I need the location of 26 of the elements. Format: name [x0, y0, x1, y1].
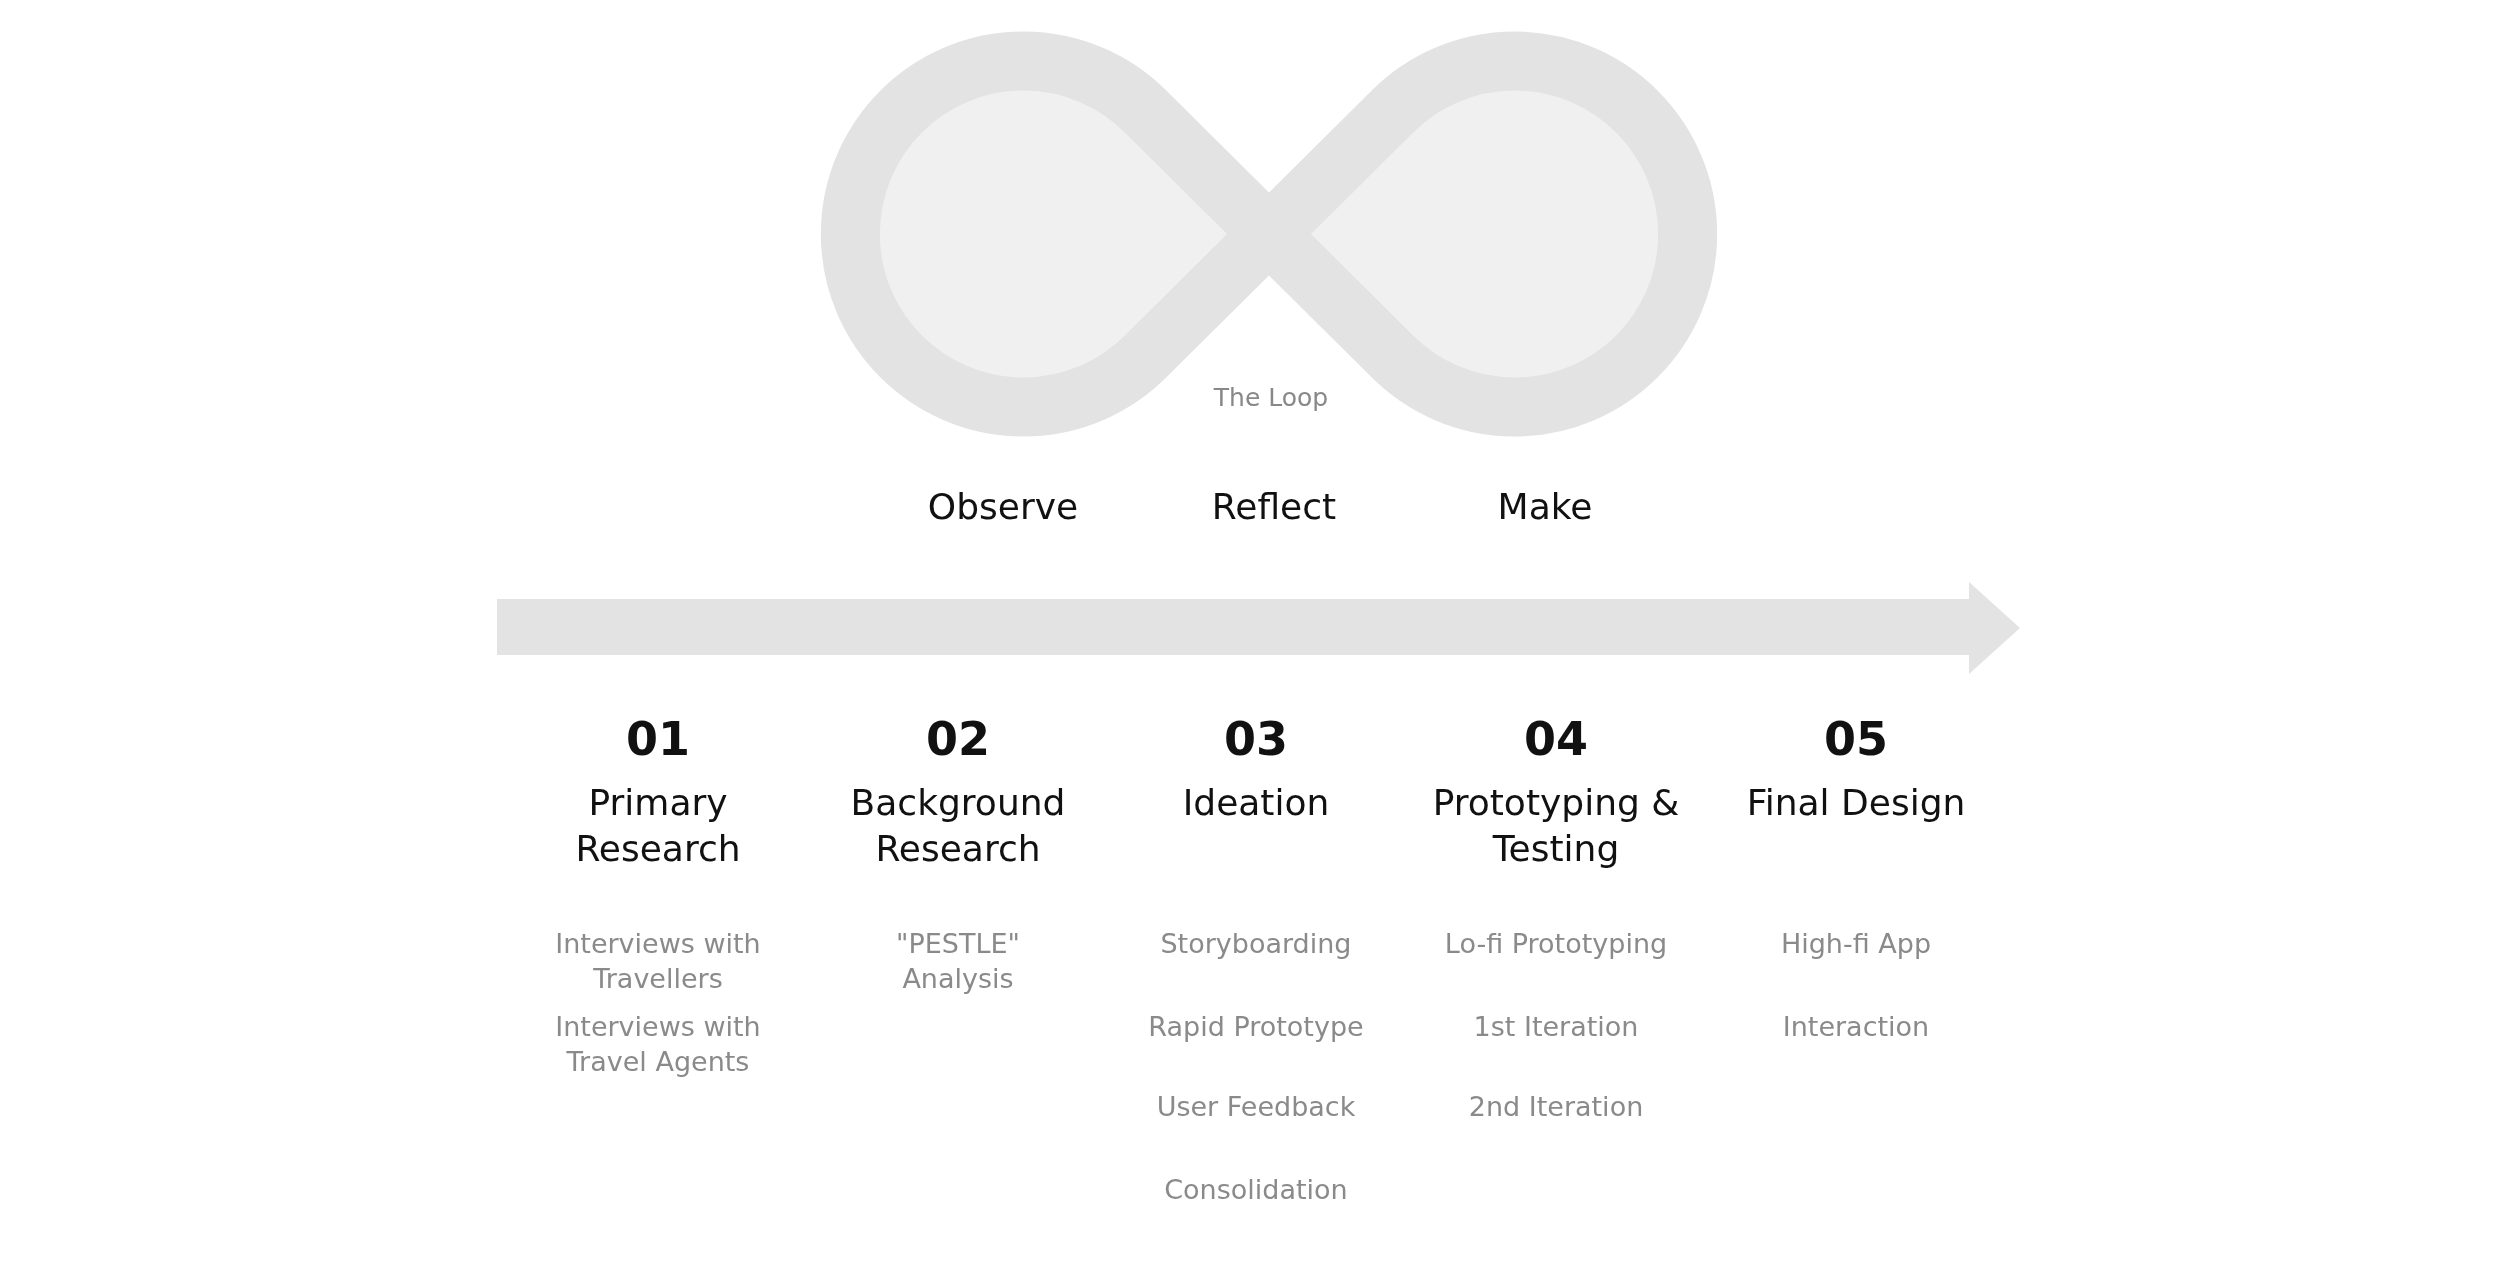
activity-text: Consolidation — [1163, 1173, 1349, 1207]
activity-text: Interaction — [1781, 1010, 1931, 1044]
step-number: 05 — [1824, 712, 1888, 766]
loop-label: The Loop — [1213, 383, 1329, 412]
step-number: 02 — [926, 712, 990, 766]
step-title: Primary Research — [574, 781, 742, 871]
activity-text: Interviews with Travellers — [554, 927, 762, 996]
activity-text: Rapid Prototype — [1147, 1010, 1365, 1044]
step-number: 03 — [1224, 712, 1288, 766]
activity-text: "PESTLE" Analysis — [895, 927, 1021, 996]
step-title: Prototyping & Testing — [1431, 781, 1681, 871]
activity-text: Lo-fi Prototyping — [1443, 927, 1669, 961]
phase-label: Reflect — [1211, 486, 1337, 527]
phase-label: Observe — [927, 486, 1079, 527]
step-title: Ideation — [1181, 781, 1331, 825]
activity-text: User Feedback — [1155, 1090, 1357, 1124]
activity-text: High-fi App — [1779, 927, 1933, 961]
activity-text: 2nd Iteration — [1467, 1090, 1645, 1124]
phase-label: Make — [1497, 486, 1593, 527]
step-title: Final Design — [1745, 781, 1967, 825]
activity-text: Storyboarding — [1159, 927, 1353, 961]
step-number: 04 — [1524, 712, 1588, 766]
step-title: Background Research — [849, 781, 1067, 871]
activity-text: Interviews with Travel Agents — [554, 1010, 762, 1079]
activity-text: 1st Iteration — [1472, 1010, 1640, 1044]
step-number: 01 — [626, 712, 690, 766]
